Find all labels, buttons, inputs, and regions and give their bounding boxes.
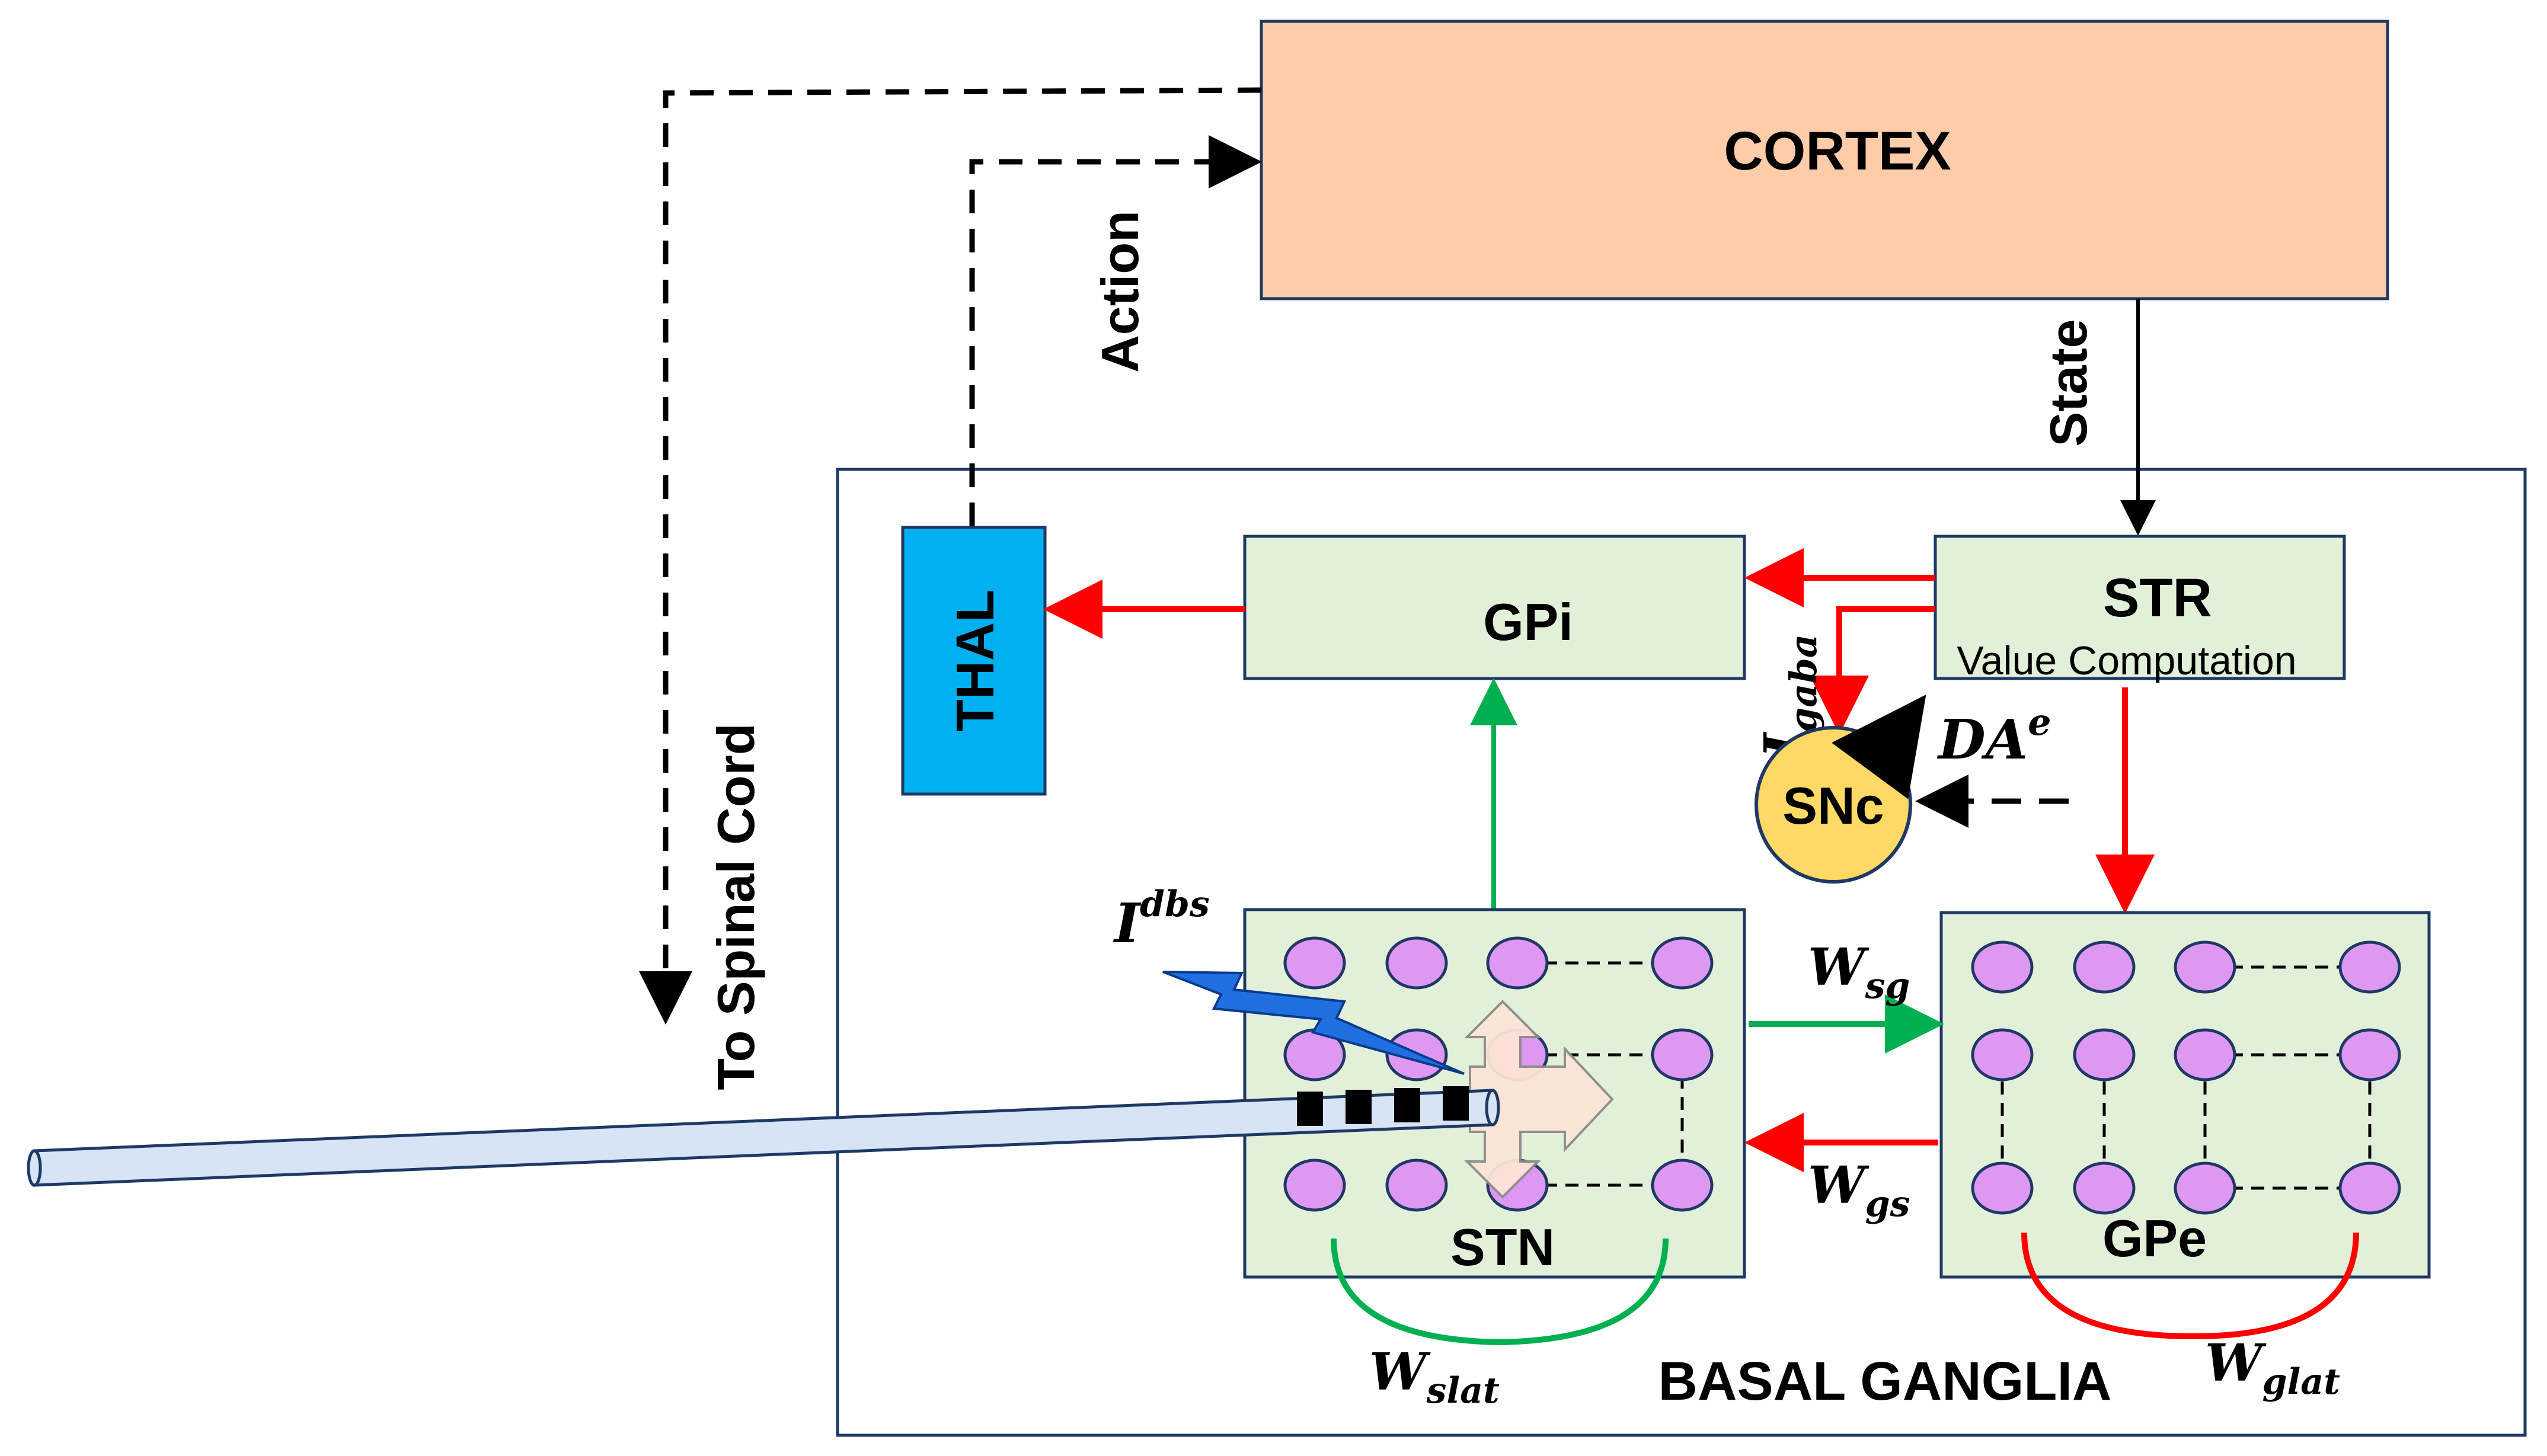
gpe-lattice xyxy=(2000,965,2372,1190)
i-dbs-label: Idbs xyxy=(1113,884,1210,955)
stn-label: STN xyxy=(1450,1218,1555,1276)
gpe-neuron xyxy=(2073,1161,2136,1215)
gpe-neuron xyxy=(2174,1161,2236,1215)
stn-neuron xyxy=(1651,1028,1714,1081)
gpe-neuron xyxy=(2338,1028,2401,1081)
dbs-lightning-icon xyxy=(1162,971,1465,1075)
w-glat-label: Wglat xyxy=(2205,1333,2340,1403)
stn-neuron xyxy=(1486,936,1549,990)
gpe-neuron xyxy=(1971,940,2034,994)
str-sublabel: Value Computation xyxy=(1957,638,2296,683)
str-snc-arrow xyxy=(1810,606,1935,735)
spinal-cord-label: To Spinal Cord xyxy=(707,723,765,1090)
str-label: STR xyxy=(2103,568,2212,628)
stn-neuron xyxy=(1651,1159,1714,1212)
thal-box xyxy=(901,526,1047,796)
stn-neuron xyxy=(1283,936,1346,990)
spinal-cord-pathway xyxy=(639,87,1262,1025)
gpe-neuron xyxy=(2073,1028,2136,1081)
gpe-neuron xyxy=(2174,1028,2236,1081)
da-arrow xyxy=(1832,695,1926,799)
basal-ganglia-label: BASAL GANGLIA xyxy=(1658,1351,2112,1412)
gpi-box xyxy=(1243,535,1746,680)
cortex-label: CORTEX xyxy=(1724,121,1951,181)
da-label: DAe xyxy=(1936,700,2051,772)
dbs-electrode xyxy=(27,1086,1500,1187)
stimulation-field-icon xyxy=(1464,1000,1614,1199)
gpe-neuron xyxy=(2338,940,2401,994)
gpe-neuron xyxy=(1971,1028,2034,1081)
gpi-label: GPi xyxy=(1483,593,1573,651)
action-label: Action xyxy=(1091,210,1149,373)
gpe-label: GPe xyxy=(2102,1209,2207,1268)
stn-neuron xyxy=(1283,1159,1346,1212)
str-box xyxy=(1934,535,2346,680)
gpe-lateral-arc xyxy=(2021,1232,2359,1340)
thal-label: THAL xyxy=(946,590,1005,732)
gpe-neuron xyxy=(2174,940,2236,994)
electrode-contacts xyxy=(1297,1086,1469,1126)
stn-neuron xyxy=(1385,1159,1448,1212)
state-label: State xyxy=(2039,319,2098,446)
stn-lateral-arc xyxy=(1331,1238,1669,1346)
gpe-neurons xyxy=(1971,940,2401,1215)
basal-ganglia-box xyxy=(836,468,2527,1437)
snc-label: SNc xyxy=(1782,776,1884,835)
stn-neuron xyxy=(1385,936,1448,990)
w-gs-label: Wgs xyxy=(1808,1156,1910,1225)
stn-lattice xyxy=(1544,961,1684,1187)
w-sg-label: Wsg xyxy=(1808,937,1910,1007)
stn-neuron xyxy=(1651,936,1714,990)
gpe-neuron xyxy=(1971,1161,2034,1215)
gpe-neuron xyxy=(2073,940,2136,994)
action-pathway xyxy=(969,135,1262,526)
w-slat-label: Wslat xyxy=(1369,1342,1500,1412)
cortex-box xyxy=(1260,20,2389,300)
gpe-neuron xyxy=(2338,1161,2401,1215)
